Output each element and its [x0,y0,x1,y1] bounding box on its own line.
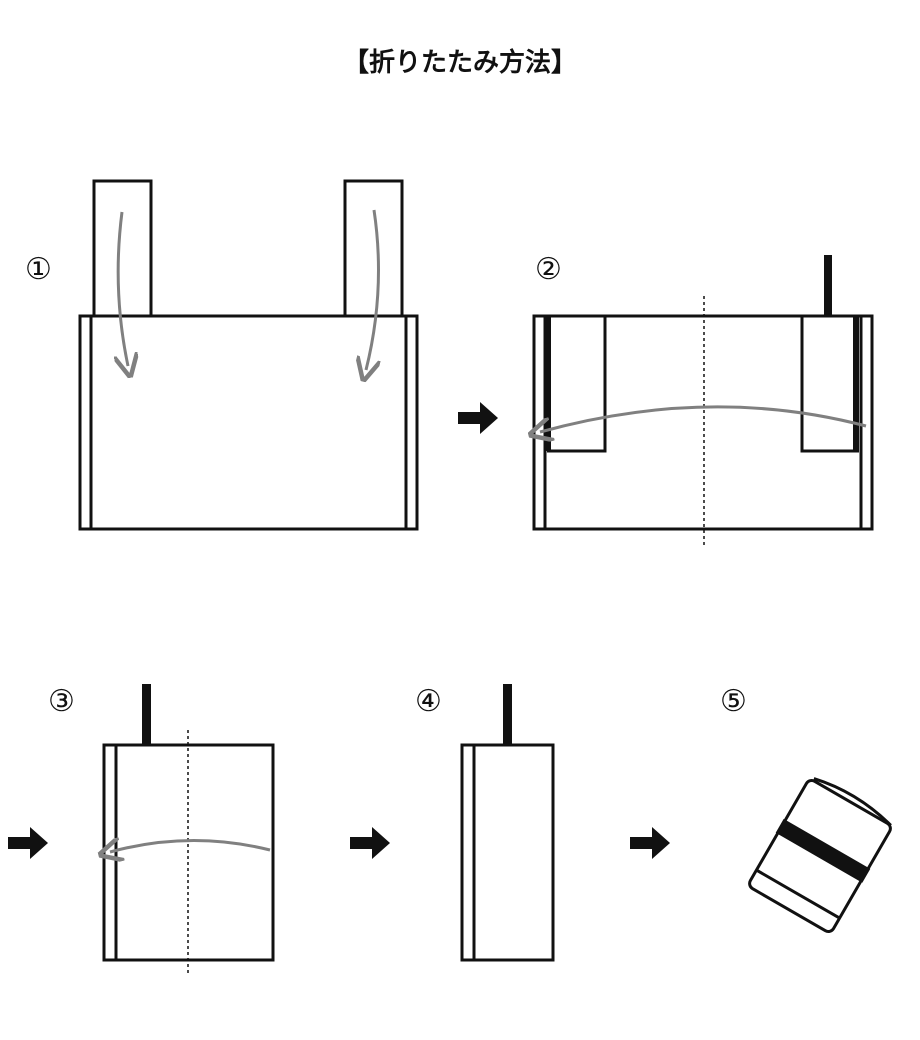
fold-arrow-step-3 [110,840,271,852]
step-4-bag [460,684,555,962]
next-arrow-icon [458,402,498,434]
step-3-number: ③ [48,684,75,719]
fold-arrow-step-2 [540,405,867,432]
step-5-number: ⑤ [720,684,747,719]
next-arrow-icon [630,827,670,859]
diagram-title: 【折りたたみ方法】 [342,48,577,78]
step-2-number: ② [535,252,562,287]
step-1-bag [78,179,419,531]
step-1-number: ① [25,252,52,287]
step-5-rolled-bag [748,777,892,933]
step-4-number: ④ [415,684,442,719]
fold-arrow-left-handle [118,211,128,366]
step-2-bag [532,255,874,545]
fold-arrow-right-handle [366,209,379,370]
next-arrow-icon [350,827,390,859]
next-arrow-icon [8,827,48,859]
step-3-bag [102,684,275,975]
